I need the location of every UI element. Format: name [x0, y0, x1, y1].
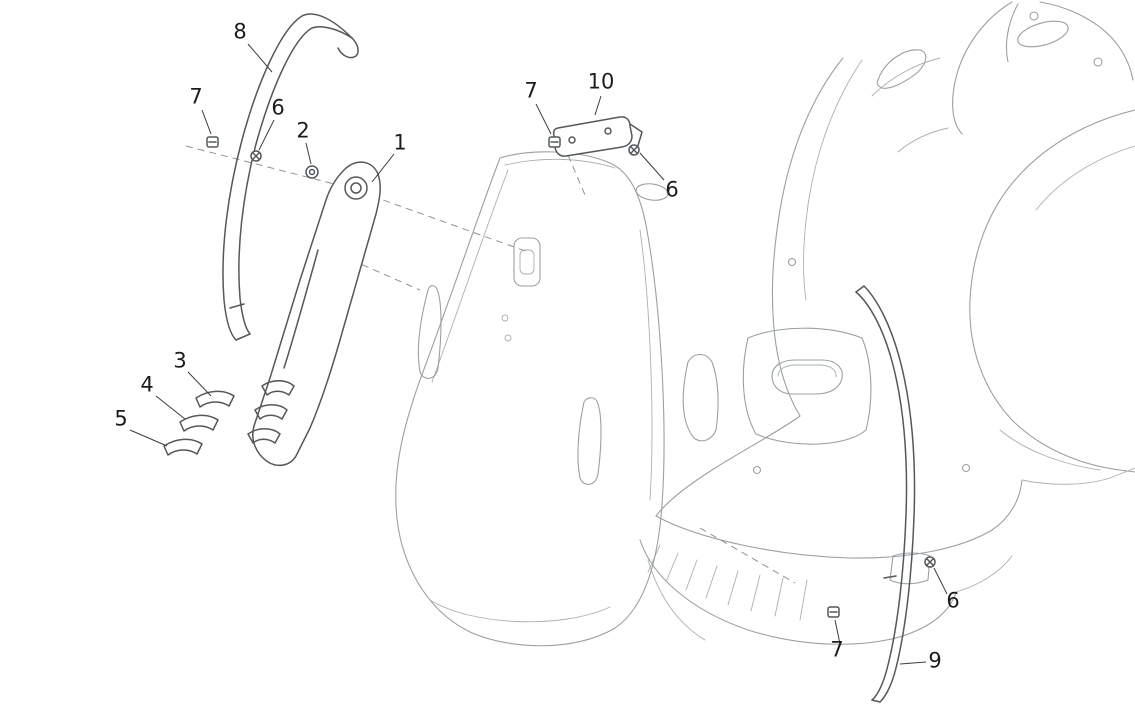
- callout-10: 10: [587, 69, 615, 94]
- part-5-grille-slat: [163, 438, 203, 456]
- part-10-bracket-plate: [552, 116, 643, 157]
- callout-7-center: 7: [524, 78, 538, 103]
- floor-hatching: [647, 544, 808, 621]
- scooter-body: [639, 1, 1135, 645]
- callout-7-bottom: 7: [830, 637, 844, 662]
- screw-6-top-left: [250, 150, 262, 162]
- screw-6-right: [924, 556, 936, 568]
- part-3-grille-slat: [195, 390, 235, 408]
- callout-8: 8: [233, 19, 247, 44]
- grommet-2: [305, 165, 319, 179]
- part-4-grille-slat: [179, 414, 219, 432]
- clip-fastener-7-top-left: [206, 136, 219, 148]
- callout-leader-lines: [129, 43, 948, 665]
- front-shield: [395, 151, 706, 647]
- callout-6-center: 6: [665, 177, 679, 202]
- part-9-right-trim-strip: [855, 285, 916, 703]
- part-1-front-trim: [247, 161, 381, 467]
- clip-fastener-7-bottom: [827, 606, 840, 618]
- clip-fastener-7-center: [548, 136, 561, 148]
- callout-1: 1: [393, 130, 407, 155]
- screw-6-center: [628, 144, 640, 156]
- callout-7-top-left: 7: [189, 84, 203, 109]
- callout-6-right: 6: [946, 588, 960, 613]
- part-8-left-trim-strip: [222, 13, 359, 341]
- callout-9: 9: [928, 648, 942, 673]
- callout-5: 5: [114, 406, 128, 431]
- callout-2: 2: [296, 118, 310, 143]
- callout-4: 4: [140, 372, 154, 397]
- callout-6-top-left: 6: [271, 95, 285, 120]
- callout-3: 3: [173, 348, 187, 373]
